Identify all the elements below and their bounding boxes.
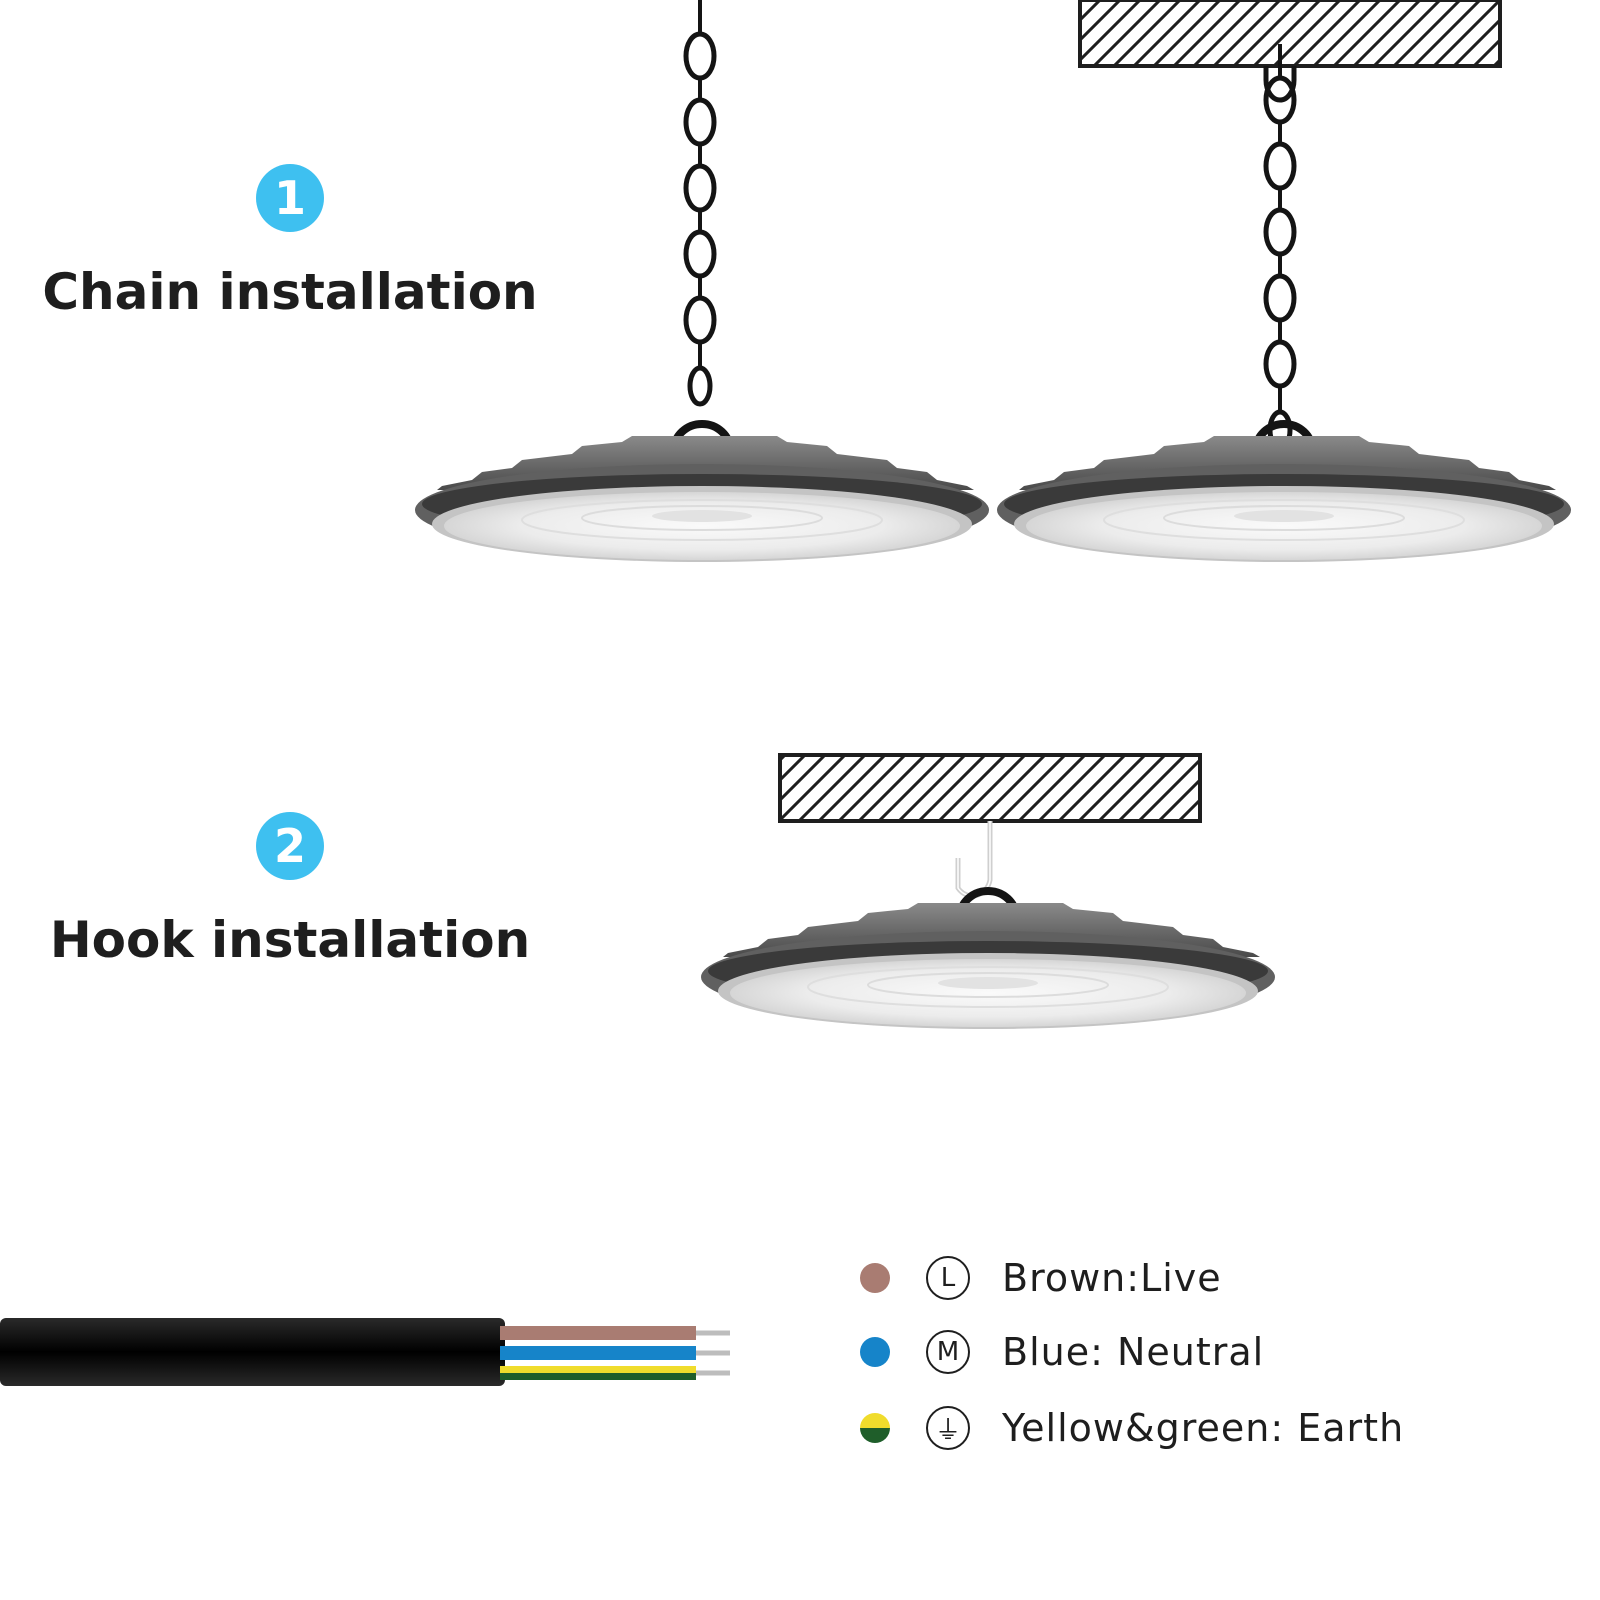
- chain-icon: [686, 0, 714, 404]
- ceiling-hatch-icon: [1078, 0, 1502, 68]
- neutral-symbol-icon: M: [926, 1330, 970, 1374]
- wiring-label-live: Brown:Live: [1002, 1256, 1222, 1300]
- wiring-row-live: L Brown:Live: [860, 1248, 1222, 1308]
- step-1-title: Chain installation: [42, 263, 538, 321]
- ceiling-hatch-icon: [778, 753, 1202, 823]
- ufo-high-bay-lamp-icon: [997, 424, 1571, 562]
- step-1-badge: 1: [256, 164, 324, 232]
- wiring-row-neutral: M Blue: Neutral: [860, 1322, 1264, 1382]
- wiring-label-earth: Yellow&green: Earth: [1002, 1406, 1405, 1450]
- live-symbol-icon: L: [926, 1256, 970, 1300]
- wiring-row-earth: ⏚ Yellow&green: Earth: [860, 1398, 1404, 1458]
- brown-dot: [860, 1263, 890, 1293]
- hook-icon: [955, 821, 993, 899]
- power-cable-icon: [0, 1318, 730, 1386]
- wiring-label-neutral: Blue: Neutral: [1002, 1330, 1265, 1374]
- chain-icon: [1263, 44, 1297, 448]
- earth-symbol-icon: ⏚: [926, 1406, 970, 1450]
- yellow-green-dot: [860, 1413, 890, 1443]
- ufo-high-bay-lamp-icon: [701, 891, 1275, 1029]
- step-2-title: Hook installation: [49, 911, 531, 969]
- blue-dot: [860, 1337, 890, 1367]
- ufo-high-bay-lamp-icon: [415, 424, 989, 562]
- step-2-badge: 2: [256, 812, 324, 880]
